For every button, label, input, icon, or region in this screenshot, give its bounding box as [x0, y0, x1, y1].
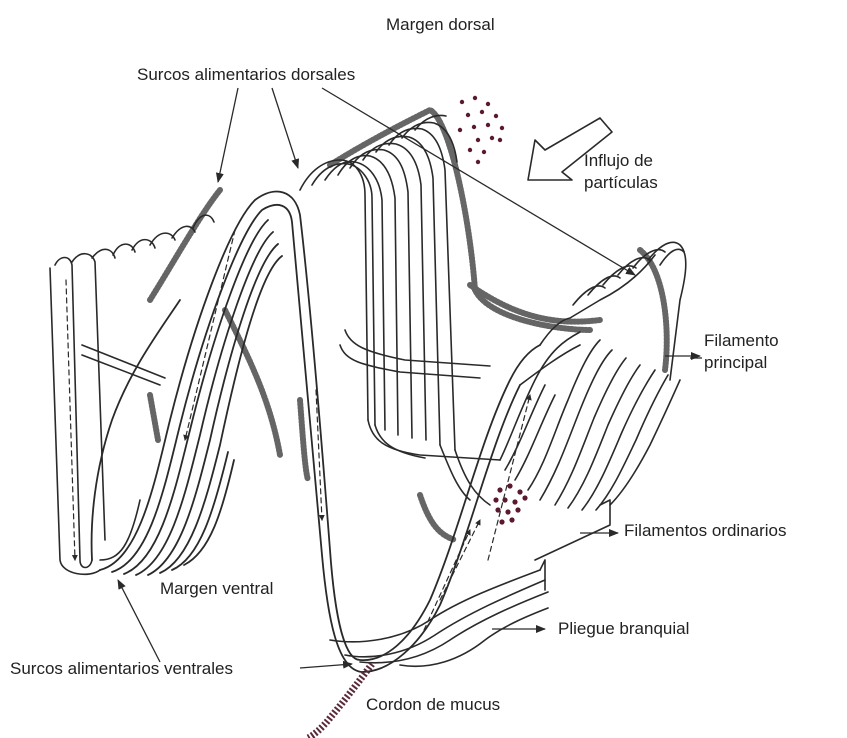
label-cordon-de-mucus: Cordon de mucus — [366, 694, 500, 716]
label-pliegue-branquial: Pliegue branquial — [558, 618, 689, 640]
label-surcos-alimentarios-dorsales: Surcos alimentarios dorsales — [137, 64, 355, 86]
label-influjo-line1: Influjo de — [584, 150, 658, 172]
label-filamento-principal-line2: principal — [704, 352, 779, 374]
left-lamella — [50, 215, 214, 574]
particle-cluster-filament — [493, 483, 527, 524]
label-influjo-de-particulas: Influjo de partículas — [584, 150, 658, 194]
label-influjo-line2: partículas — [584, 172, 658, 194]
label-margen-dorsal: Margen dorsal — [386, 14, 495, 36]
gill-structure — [50, 110, 686, 672]
label-filamento-principal-line1: Filamento — [704, 330, 779, 352]
label-surcos-alimentarios-ventrales: Surcos alimentarios ventrales — [10, 658, 233, 680]
particle-cluster-inflow — [458, 96, 504, 164]
label-filamentos-ordinarios: Filamentos ordinarios — [624, 520, 787, 542]
mucus-cord — [308, 664, 372, 738]
label-filamento-principal: Filamento principal — [704, 330, 779, 374]
label-margen-ventral: Margen ventral — [160, 578, 273, 600]
